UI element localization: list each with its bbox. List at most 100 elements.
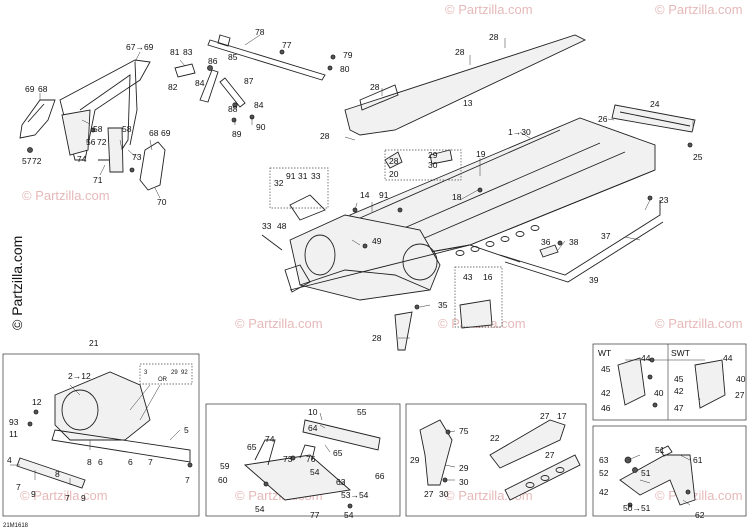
diagram-code: 21M1618 — [3, 523, 29, 529]
callout-label: 30 — [459, 477, 469, 487]
callout-label: 22 — [490, 433, 500, 443]
watermark-text: © Partzilla.com — [445, 2, 533, 17]
callout-label: 29 — [428, 150, 438, 160]
callout-label: 5 — [184, 425, 189, 435]
callout-label: 27 — [540, 411, 550, 421]
callout-label: 63 — [336, 477, 346, 487]
callout-label: 53→54 — [341, 490, 369, 500]
upper-column-assembly — [19, 51, 166, 199]
callout-label: 28 — [370, 82, 380, 92]
wt-title: WT — [598, 348, 611, 358]
callout-label: 93 — [9, 417, 19, 427]
or-text: OR — [158, 377, 168, 383]
callout-box-33 — [269, 167, 329, 209]
callout-label: 26 — [598, 114, 608, 124]
callout-label: 92 — [181, 370, 188, 376]
callout-label: 89 — [232, 129, 242, 139]
detail-front-frame — [2, 353, 200, 517]
callout-label: 29 — [171, 370, 178, 376]
callout-label: 8 — [55, 469, 60, 479]
callout-box-18 — [384, 149, 462, 181]
callout-label: 27 — [735, 390, 745, 400]
callout-label: 20 — [389, 169, 399, 179]
swt-title: SWT — [671, 348, 690, 358]
callout-label: 31 — [298, 171, 308, 181]
callout-label: 79 — [343, 50, 353, 60]
callout-label: 76 — [306, 454, 316, 464]
callout-label: 33 — [262, 221, 272, 231]
callout-label: 9 — [81, 493, 86, 503]
callout-label: 12 — [32, 397, 42, 407]
callout-label: 62 — [695, 510, 705, 520]
callout-label: 91 — [286, 171, 296, 181]
detail-box-footrest — [205, 403, 401, 517]
callout-label: 42 — [674, 386, 684, 396]
callout-label: 54 — [344, 510, 354, 520]
callout-label: 83 — [183, 47, 193, 57]
callout-labels: 67→69 69 68 58 56 72 58 57 72 74 71 73 6… — [3, 27, 746, 529]
detail-box-wt — [592, 343, 747, 421]
callout-label: 21 — [89, 338, 99, 348]
callout-label: 57 — [22, 156, 32, 166]
callout-label: 2→12 — [68, 371, 91, 381]
callout-label: 30 — [428, 160, 438, 170]
callout-label: 27 — [424, 489, 434, 499]
callout-label: 6 — [128, 457, 133, 467]
callout-label: 17 — [557, 411, 567, 421]
watermark-text: © Partzilla.com — [22, 188, 110, 203]
callout-label: 11 — [9, 429, 18, 439]
callout-label: 86 — [208, 56, 218, 66]
callout-label: 33 — [311, 171, 321, 181]
callout-label: 71 — [93, 175, 103, 185]
callout-label: 47 — [674, 403, 684, 413]
callout-label: 3 — [144, 370, 148, 376]
callout-label: 28 — [455, 47, 465, 57]
callout-label: 29 — [459, 463, 469, 473]
callout-box-16-28 — [454, 266, 503, 328]
callout-label: 59 — [220, 461, 230, 471]
callout-label: 48 — [277, 221, 287, 231]
callout-label: 65 — [247, 442, 257, 452]
callout-label: 70 — [157, 197, 167, 207]
callout-label: 45 — [601, 364, 611, 374]
callout-label: 28 — [389, 156, 399, 166]
callout-label: 25 — [693, 152, 703, 162]
callout-label: 46 — [601, 403, 611, 413]
callout-label: 16 — [483, 272, 493, 282]
callout-label: 75 — [459, 426, 469, 436]
callout-label: 28 — [320, 131, 330, 141]
callout-label: 73 — [132, 152, 142, 162]
callout-label: 45 — [674, 374, 684, 384]
main-tunnel-frame — [261, 34, 696, 351]
callout-label: 74 — [265, 434, 275, 444]
detail-box-side — [405, 403, 587, 517]
callout-label: 38 — [569, 237, 579, 247]
callout-label: 1→30 — [508, 127, 531, 137]
callout-label: 39 — [589, 275, 599, 285]
watermark-text: © Partzilla.com — [655, 316, 743, 331]
callout-label: 28 — [489, 32, 499, 42]
callout-label: 14 — [360, 190, 370, 200]
callout-label: 18 — [452, 192, 462, 202]
callout-label: 27 — [545, 450, 555, 460]
callout-label: 82 — [168, 82, 178, 92]
callout-label: 7 — [185, 475, 190, 485]
callout-label: 52 — [599, 468, 609, 478]
callout-label: 91 — [379, 190, 389, 200]
detail-box-front — [2, 353, 200, 517]
callout-label: 63 — [599, 455, 609, 465]
callout-label: 8 — [87, 457, 92, 467]
callout-label: 77 — [310, 510, 320, 520]
tunnel-holes — [455, 225, 540, 256]
callout-label: 72 — [97, 137, 107, 147]
brand-watermark: © Partzilla.com — [9, 236, 25, 330]
callout-label: 60 — [218, 475, 228, 485]
watermark-text: © Partzilla.com — [20, 488, 108, 503]
callout-label: 9 — [31, 489, 36, 499]
callout-label: 74 — [77, 154, 87, 164]
callout-label: 10 — [308, 407, 318, 417]
callout-label: 84 — [195, 78, 205, 88]
callout-label: 84 — [254, 100, 264, 110]
callout-label: 43 — [463, 272, 473, 282]
